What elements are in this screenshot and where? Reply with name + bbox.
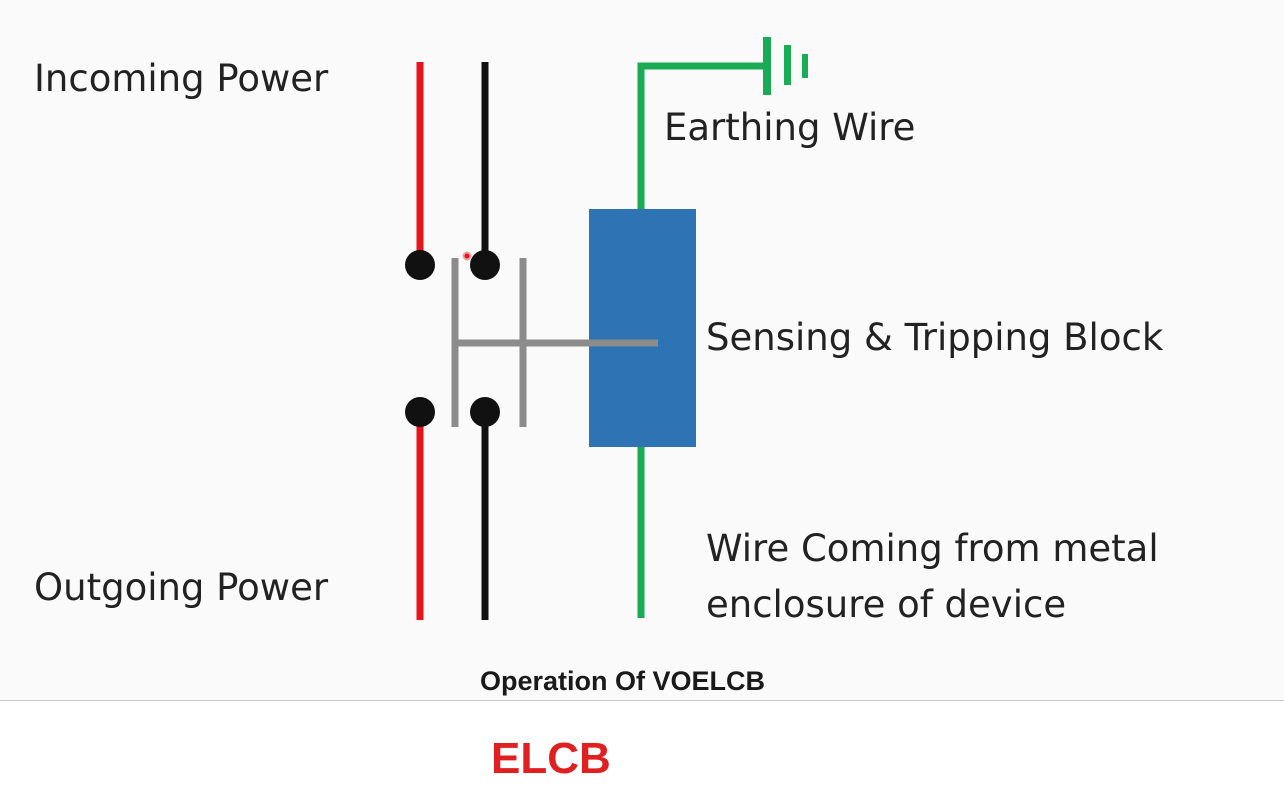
contact-bottom-live [405, 397, 435, 427]
pointer-marker [462, 251, 472, 261]
earthing-wire-label: Earthing Wire [664, 106, 916, 149]
footer-title: ELCB [491, 734, 611, 783]
incoming-power-label: Incoming Power [34, 57, 329, 100]
contact-bottom-neutral [470, 397, 500, 427]
divider [0, 700, 1284, 701]
contact-top-neutral [470, 250, 500, 280]
diagram-caption: Operation Of VOELCB [480, 666, 766, 696]
elcb-diagram [405, 37, 808, 620]
ground-icon [763, 37, 808, 95]
earthing-wire [637, 62, 765, 210]
sensing-tripping-label: Sensing & Tripping Block [706, 316, 1164, 359]
enclosure-wire-label-line1: Wire Coming from metal [706, 527, 1159, 570]
diagram-area: Incoming Power Outgoing Power Earthing W… [34, 37, 1164, 696]
enclosure-wire-label: Wire Coming from metal enclosure of devi… [706, 521, 1159, 633]
outgoing-power-label: Outgoing Power [34, 566, 329, 609]
contact-top-live [405, 250, 435, 280]
sensing-tripping-block [589, 209, 696, 447]
enclosure-wire-label-line2: enclosure of device [706, 583, 1067, 626]
